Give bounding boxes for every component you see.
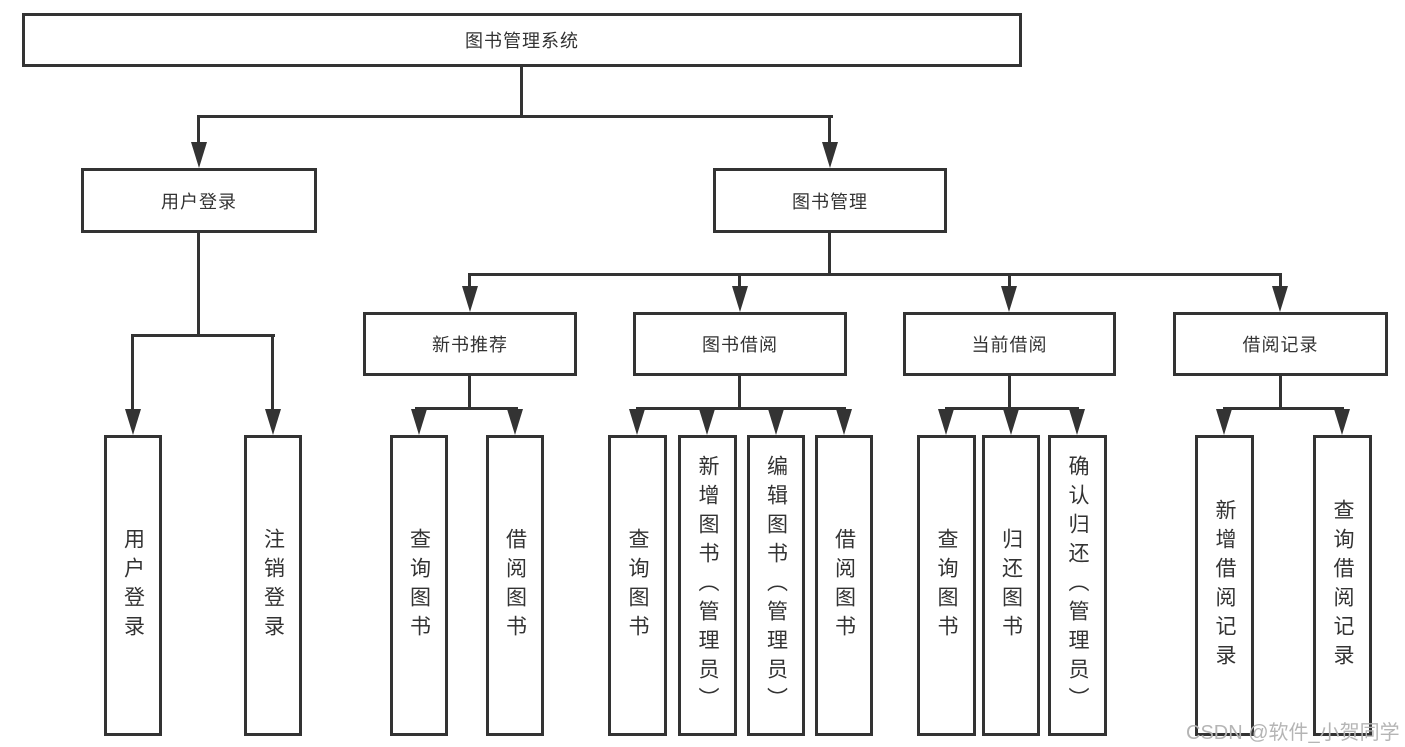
leaf-borrow-books-2-label: 借阅图书 xyxy=(832,527,856,644)
connector-drop xyxy=(1279,273,1282,288)
node-user-login: 用户登录 xyxy=(81,168,317,233)
arrow-down-icon xyxy=(507,409,523,435)
connector-level2-branch xyxy=(468,273,1282,276)
connector-drop xyxy=(468,273,471,288)
connector-borrow-records-branch xyxy=(1223,407,1344,410)
node-new-book-recommend-label: 新书推荐 xyxy=(432,335,508,355)
arrow-down-icon xyxy=(836,409,852,435)
leaf-query-borrow-record: 查询借阅记录 xyxy=(1313,435,1372,736)
node-current-borrow-label: 当前借阅 xyxy=(971,335,1048,355)
leaf-edit-books-admin-label: 编辑图书（管理员） xyxy=(764,455,788,716)
csdn-watermark: CSDN @软件_小贺同学 xyxy=(1186,722,1400,744)
arrow-down-icon xyxy=(768,409,784,435)
node-root: 图书管理系统 xyxy=(22,13,1022,67)
connector-borrow-records-stem xyxy=(1279,376,1282,409)
arrow-down-icon xyxy=(191,142,207,168)
node-new-book-recommend: 新书推荐 xyxy=(363,312,577,376)
connector-book-mgmt-stem xyxy=(828,233,831,275)
connector-book-borrow-stem xyxy=(738,376,741,409)
arrow-down-icon xyxy=(629,409,645,435)
leaf-query-borrow-record-label: 查询借阅记录 xyxy=(1331,498,1354,673)
arrow-down-icon xyxy=(411,409,427,435)
leaf-add-borrow-record-label: 新增借阅记录 xyxy=(1213,498,1236,673)
arrow-down-icon xyxy=(938,409,954,435)
arrow-down-icon xyxy=(265,409,281,435)
leaf-edit-books-admin: 编辑图书（管理员） xyxy=(747,435,805,736)
node-book-management: 图书管理 xyxy=(713,168,947,233)
node-book-borrow-label: 图书借阅 xyxy=(702,335,778,355)
connector-root-stem xyxy=(520,66,523,118)
connector-drop xyxy=(1008,273,1011,288)
arrow-down-icon xyxy=(125,409,141,435)
leaf-logout: 注销登录 xyxy=(244,435,302,736)
connector-book-borrow-branch xyxy=(636,407,846,410)
leaf-borrow-books-2: 借阅图书 xyxy=(815,435,873,736)
node-borrow-records: 借阅记录 xyxy=(1173,312,1388,376)
leaf-return-books: 归还图书 xyxy=(982,435,1040,736)
connector-new-books-branch xyxy=(415,407,518,410)
arrow-down-icon xyxy=(1334,409,1350,435)
arrow-down-icon xyxy=(699,409,715,435)
leaf-borrow-books-1: 借阅图书 xyxy=(486,435,544,736)
leaf-confirm-return-admin-label: 确认归还（管理员） xyxy=(1066,455,1089,716)
leaf-confirm-return-admin: 确认归还（管理员） xyxy=(1048,435,1107,736)
arrow-down-icon xyxy=(732,286,748,312)
leaf-logout-label: 注销登录 xyxy=(261,527,285,644)
leaf-add-borrow-record: 新增借阅记录 xyxy=(1195,435,1254,736)
connector-book-mgmt-drop xyxy=(828,115,831,145)
node-book-borrow: 图书借阅 xyxy=(633,312,847,376)
connector-leaf-drop xyxy=(131,334,134,410)
node-current-borrow: 当前借阅 xyxy=(903,312,1116,376)
leaf-query-books-2-label: 查询图书 xyxy=(626,527,649,644)
connector-new-books-stem xyxy=(468,376,471,409)
leaf-query-books-1: 查询图书 xyxy=(390,435,448,736)
arrow-down-icon xyxy=(1069,409,1085,435)
leaf-borrow-books-1-label: 借阅图书 xyxy=(503,527,527,644)
arrow-down-icon xyxy=(1216,409,1232,435)
connector-current-borrow-branch xyxy=(945,407,1079,410)
leaf-add-books-admin-label: 新增图书（管理员） xyxy=(696,455,719,716)
arrow-down-icon xyxy=(1272,286,1288,312)
connector-drop xyxy=(738,273,741,288)
arrow-down-icon xyxy=(1003,409,1019,435)
connector-user-login-branch xyxy=(131,334,275,337)
leaf-query-books-3-label: 查询图书 xyxy=(935,527,958,644)
leaf-query-books-2: 查询图书 xyxy=(608,435,667,736)
connector-current-borrow-stem xyxy=(1008,376,1011,409)
arrow-down-icon xyxy=(1001,286,1017,312)
connector-leaf-drop xyxy=(271,334,274,410)
leaf-query-books-1-label: 查询图书 xyxy=(407,527,431,644)
leaf-add-books-admin: 新增图书（管理员） xyxy=(678,435,737,736)
node-borrow-records-label: 借阅记录 xyxy=(1242,335,1319,355)
arrow-down-icon xyxy=(462,286,478,312)
leaf-query-books-3: 查询图书 xyxy=(917,435,976,736)
leaf-return-books-label: 归还图书 xyxy=(999,527,1023,644)
leaf-user-login-label: 用户登录 xyxy=(121,527,145,644)
node-book-management-label: 图书管理 xyxy=(792,191,868,212)
connector-user-login-drop xyxy=(197,115,200,145)
leaf-user-login: 用户登录 xyxy=(104,435,162,736)
connector-level1-branch xyxy=(197,115,833,118)
connector-user-login-stem xyxy=(197,233,200,337)
arrow-down-icon xyxy=(822,142,838,168)
node-root-label: 图书管理系统 xyxy=(465,31,579,51)
node-user-login-label: 用户登录 xyxy=(161,191,237,212)
